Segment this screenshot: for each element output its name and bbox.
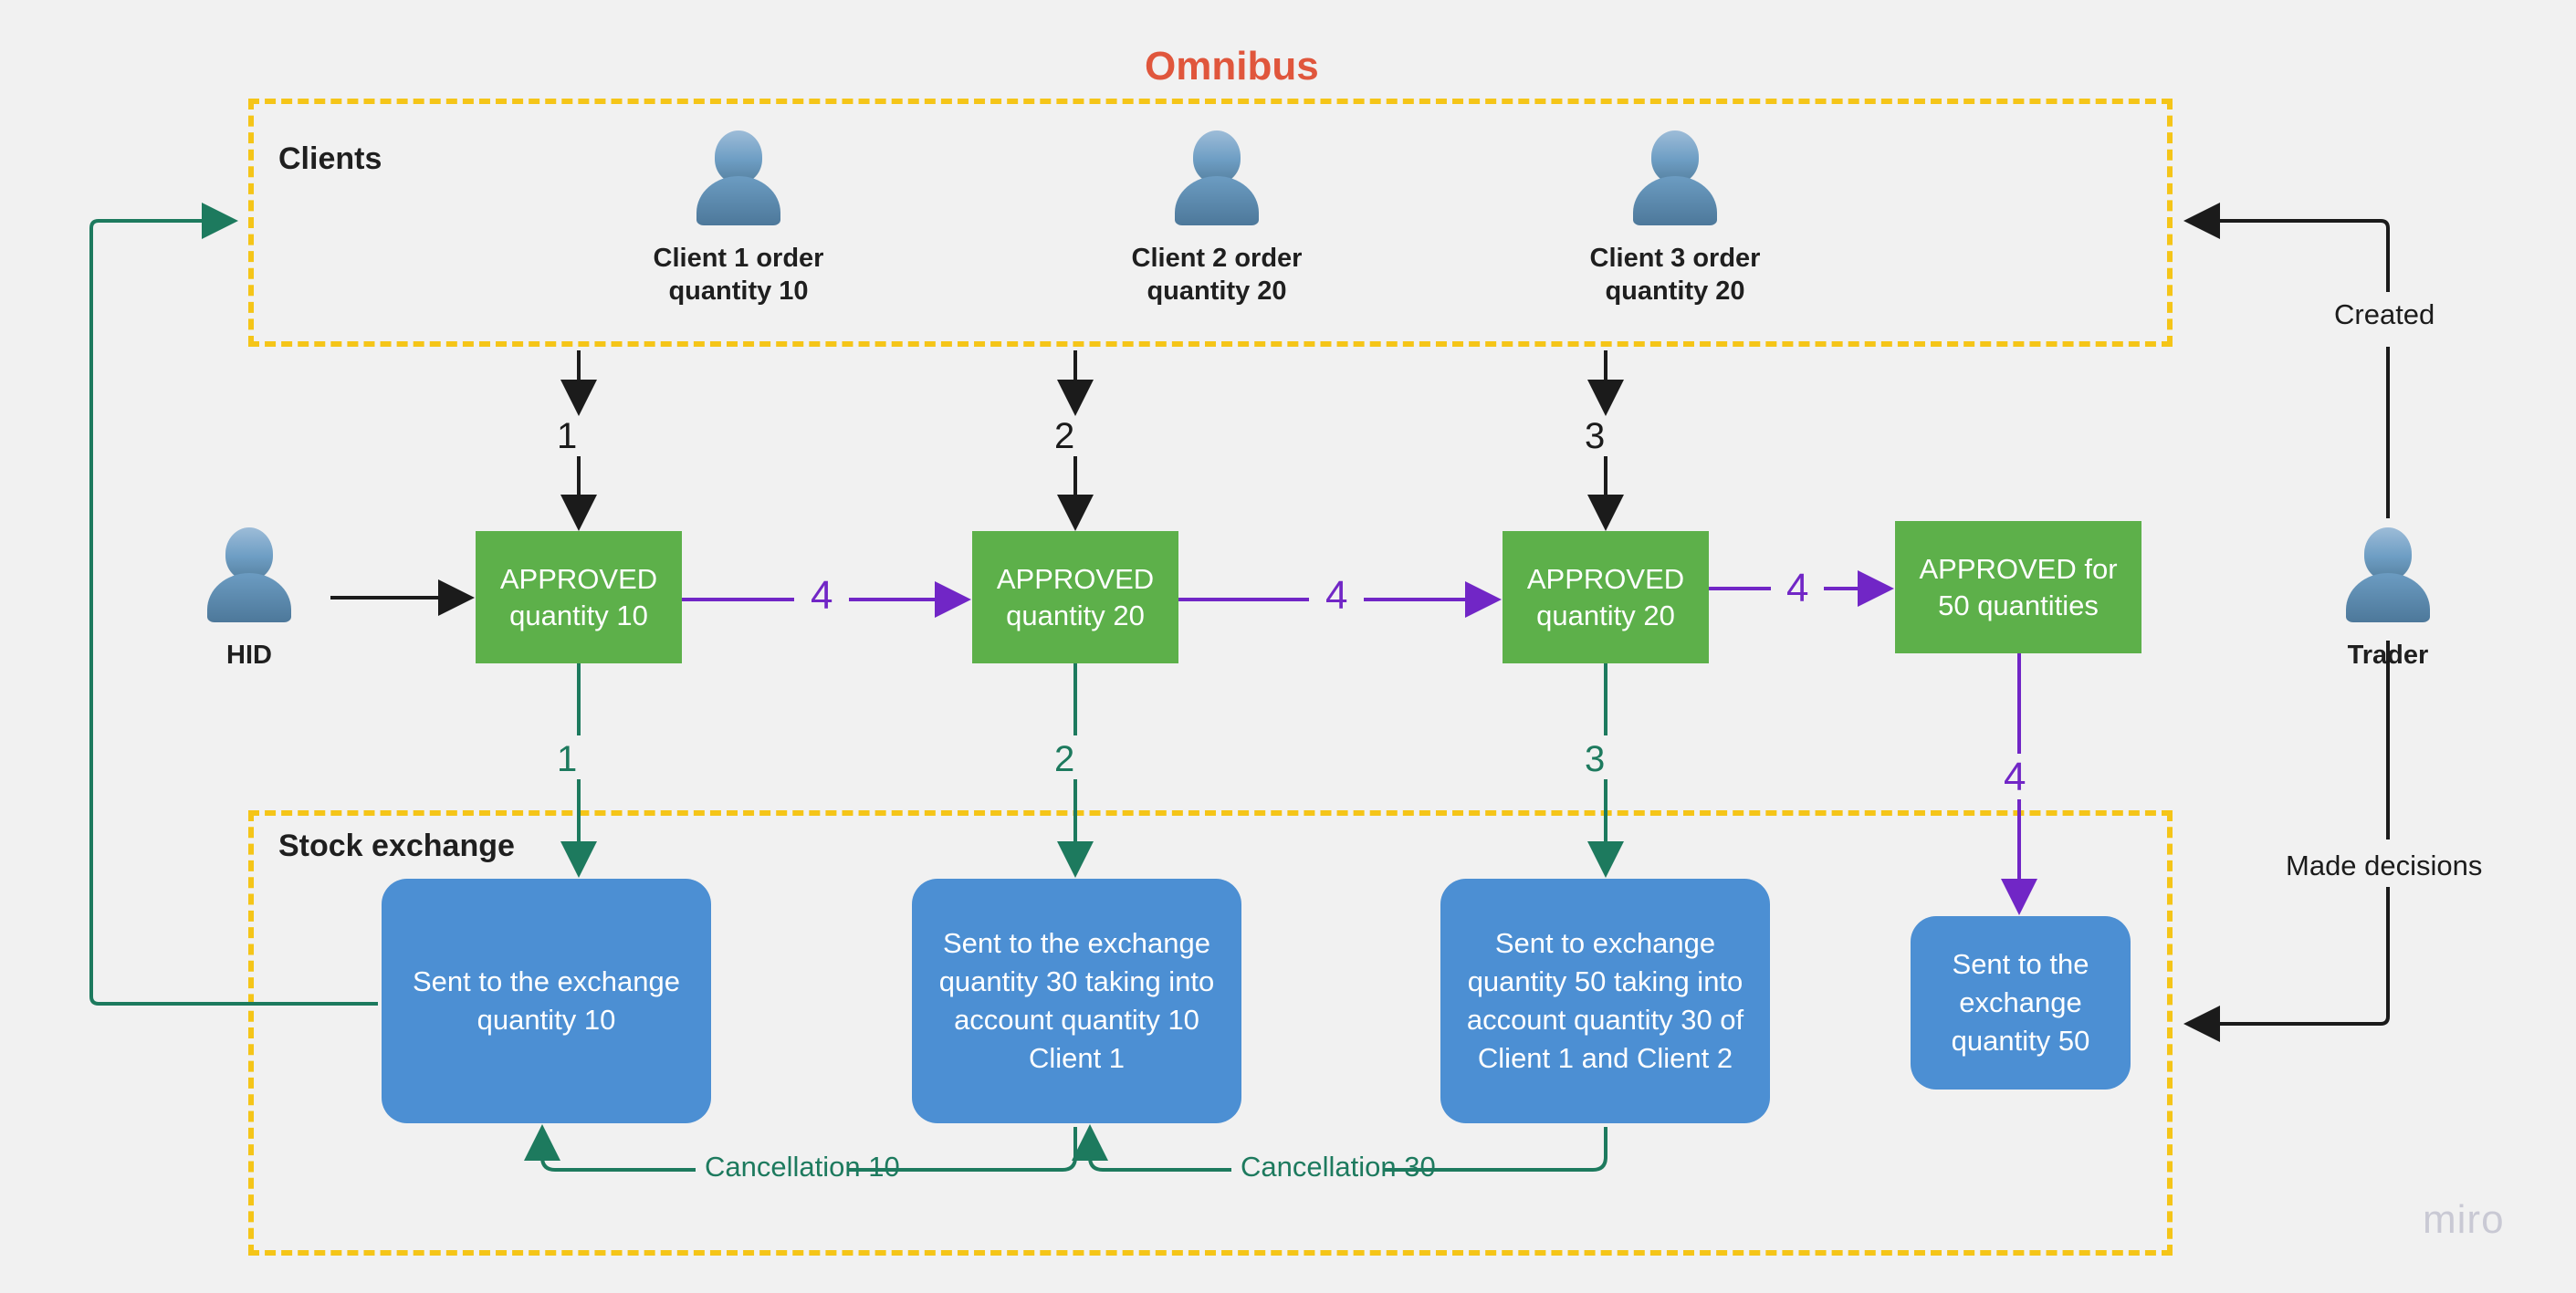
approved-box-3-line2: quantity 20 xyxy=(1536,599,1675,631)
person-icon-client1 xyxy=(696,130,780,225)
approved-box-2[interactable]: APPROVED quantity 20 xyxy=(972,531,1178,663)
miro-watermark: miro xyxy=(2423,1197,2505,1242)
caption-client3-line1: Client 3 order xyxy=(1589,244,1761,273)
approved-box-1-line2: quantity 10 xyxy=(509,599,648,631)
approved-box-2-line1: APPROVED xyxy=(996,562,1155,595)
caption-hid: HID xyxy=(158,639,340,672)
caption-client2: Client 2 order quantity 20 xyxy=(1080,242,1354,308)
edge-label-cancellation-30: Cancellation 30 xyxy=(1241,1151,1436,1183)
step-number-exchange3: 3 xyxy=(1585,739,1606,779)
person-icon-hid xyxy=(207,527,291,622)
arrow-trader-to-clients-created xyxy=(2183,203,2390,518)
page-title: Omnibus xyxy=(1145,44,1319,89)
person-icon-client3 xyxy=(1633,130,1717,225)
caption-client1-line2: quantity 10 xyxy=(668,276,809,306)
edge-label-made-decisions: Made decisions xyxy=(2286,850,2483,881)
approved-box-1-line1: APPROVED xyxy=(499,562,658,595)
exchange-box-1[interactable]: Sent to the exchange quantity 10 xyxy=(382,879,711,1123)
person-head-icon xyxy=(715,130,762,183)
edge-label-created: Created xyxy=(2334,298,2435,330)
step-number-client3: 3 xyxy=(1585,416,1606,456)
approved-box-4[interactable]: APPROVED for 50 quantities xyxy=(1895,521,2141,653)
person-body-icon xyxy=(1175,176,1259,225)
approved-box-4-line2: 50 quantities xyxy=(1938,589,2099,621)
caption-client3: Client 3 order quantity 20 xyxy=(1538,242,1812,308)
group-label-stock-exchange: Stock exchange xyxy=(278,829,515,863)
person-icon-trader xyxy=(2346,527,2430,622)
step-number-exchange2: 2 xyxy=(1054,739,1075,779)
step-number-client1: 1 xyxy=(557,416,578,456)
arrow-trader-to-exchange-made-decisions xyxy=(2183,641,2390,1042)
exchange-box-3[interactable]: Sent to exchange quantity 50 taking into… xyxy=(1440,879,1770,1123)
caption-client1-line1: Client 1 order xyxy=(653,244,824,273)
approved-box-4-line1: APPROVED for xyxy=(1919,552,2118,585)
person-head-icon xyxy=(1651,130,1699,183)
step-number-exchange1: 1 xyxy=(557,739,578,779)
caption-trader: Trader xyxy=(2297,639,2479,672)
person-body-icon xyxy=(696,176,780,225)
step-number-approved4-exchange4: 4 xyxy=(2004,755,2026,799)
edge-label-cancellation-10: Cancellation 10 xyxy=(705,1151,900,1183)
step-number-client2: 2 xyxy=(1054,416,1075,456)
person-body-icon xyxy=(2346,573,2430,622)
approved-box-2-line2: quantity 20 xyxy=(1006,599,1145,631)
person-body-icon xyxy=(207,573,291,622)
approved-box-1[interactable]: APPROVED quantity 10 xyxy=(476,531,682,663)
caption-client1: Client 1 order quantity 10 xyxy=(602,242,875,308)
person-head-icon xyxy=(2364,527,2412,580)
caption-client2-line2: quantity 20 xyxy=(1147,276,1287,306)
group-box-stock-exchange xyxy=(248,810,2173,1256)
step-number-chain3: 4 xyxy=(1786,566,1809,610)
caption-hid-line1: HID xyxy=(226,641,272,670)
person-icon-client2 xyxy=(1175,130,1259,225)
caption-client2-line1: Client 2 order xyxy=(1131,244,1303,273)
approved-box-3-line1: APPROVED xyxy=(1526,562,1685,595)
person-head-icon xyxy=(1193,130,1241,183)
exchange-box-2[interactable]: Sent to the exchange quantity 30 taking … xyxy=(912,879,1241,1123)
exchange-box-4[interactable]: Sent to the exchange quantity 50 xyxy=(1911,916,2131,1090)
approved-box-3[interactable]: APPROVED quantity 20 xyxy=(1503,531,1709,663)
group-label-clients: Clients xyxy=(278,141,382,176)
caption-client3-line2: quantity 20 xyxy=(1605,276,1745,306)
step-number-chain2: 4 xyxy=(1325,573,1348,618)
person-body-icon xyxy=(1633,176,1717,225)
caption-trader-line1: Trader xyxy=(2347,641,2429,670)
step-number-chain1: 4 xyxy=(811,573,833,618)
